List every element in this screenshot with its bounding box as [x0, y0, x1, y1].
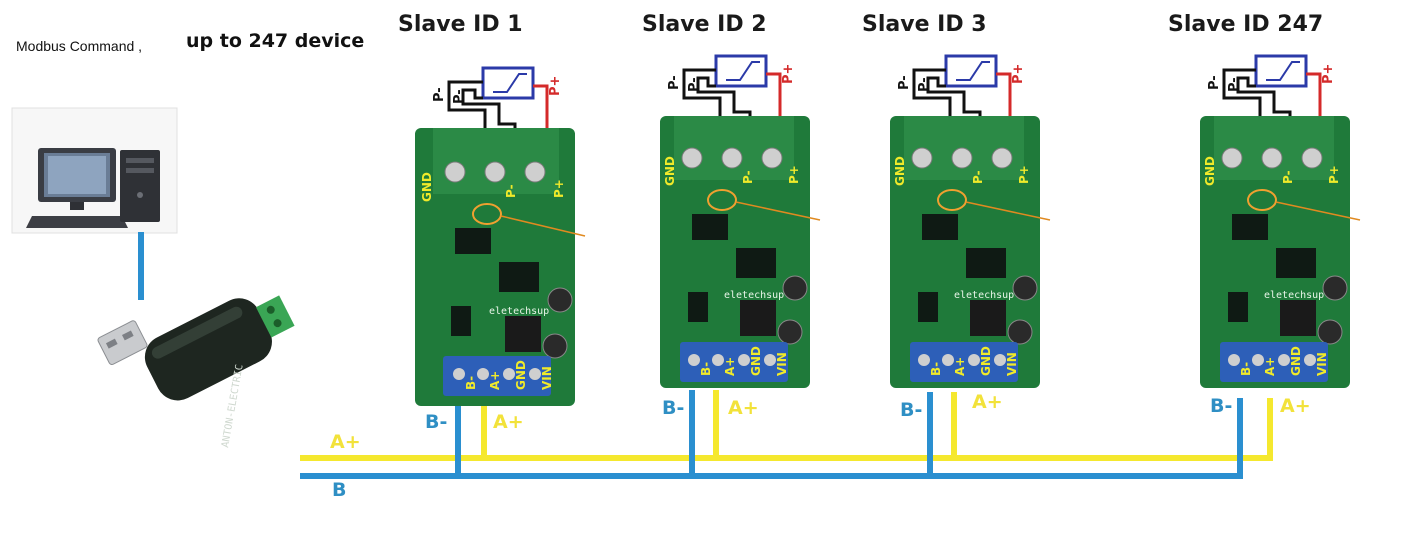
bus-label-a-plus: A+ [330, 431, 361, 453]
svg-text:GND: GND [979, 346, 993, 376]
svg-text:VIN: VIN [1315, 352, 1329, 376]
svg-text:P-: P- [897, 75, 912, 90]
svg-text:B-: B- [900, 399, 922, 421]
svg-text:B-: B- [425, 411, 447, 433]
svg-text:GND: GND [1289, 346, 1303, 376]
svg-text:GND: GND [663, 156, 677, 186]
svg-text:B-: B- [464, 376, 478, 390]
svg-text:eletechsup: eletechsup [489, 306, 549, 317]
slave-module-247: P- P- P+ GND P- P+ eletechsup B- A+ GND … [1200, 54, 1361, 417]
usb-adapter-icon [97, 295, 295, 401]
svg-text:GND: GND [893, 156, 907, 186]
svg-text:P-: P- [452, 89, 467, 104]
device-capacity-note: up to 247 device [186, 30, 365, 52]
svg-text:B-: B- [1210, 395, 1232, 417]
svg-text:A+: A+ [1280, 395, 1311, 417]
svg-text:VIN: VIN [775, 352, 789, 376]
slave-title-1: Slave ID 1 [398, 12, 523, 37]
svg-text:P+: P+ [1321, 64, 1336, 84]
svg-text:B-: B- [1239, 362, 1253, 376]
svg-text:A+: A+ [493, 411, 524, 433]
svg-text:P-: P- [1281, 170, 1295, 184]
svg-text:B-: B- [929, 362, 943, 376]
slave-module-1: P- P- P+ GND P- P+ eletechsup B- A+ GND … [415, 66, 586, 433]
svg-text:B-: B- [662, 397, 684, 419]
svg-text:GND: GND [420, 172, 434, 202]
slave-title-3: Slave ID 3 [862, 12, 987, 37]
svg-text:A+: A+ [728, 397, 759, 419]
svg-text:P+: P+ [787, 165, 801, 184]
slave-module-3: P- P- P+ GND P- P+ eletechsup B- A+ GND … [890, 54, 1051, 421]
svg-text:P+: P+ [552, 179, 566, 198]
svg-text:P-: P- [504, 184, 518, 198]
slave-title-2: Slave ID 2 [642, 12, 767, 37]
svg-text:P-: P- [917, 77, 932, 92]
svg-text:A+: A+ [953, 357, 967, 376]
slave-module-2: P- P- P+ GND P- P+ eletechsup B- A+ GND … [660, 54, 821, 419]
svg-text:P+: P+ [548, 76, 563, 96]
svg-text:P-: P- [432, 87, 447, 102]
svg-text:A+: A+ [1263, 357, 1277, 376]
svg-text:VIN: VIN [1005, 352, 1019, 376]
svg-text:B-: B- [699, 362, 713, 376]
svg-text:P-: P- [687, 77, 702, 92]
svg-text:P+: P+ [1017, 165, 1031, 184]
svg-text:P+: P+ [1011, 64, 1026, 84]
svg-text:eletechsup: eletechsup [724, 290, 784, 301]
bus-a-plus-wire [300, 398, 1273, 461]
svg-text:P+: P+ [1327, 165, 1341, 184]
svg-text:P+: P+ [781, 64, 796, 84]
svg-text:eletechsup: eletechsup [954, 290, 1014, 301]
svg-text:P-: P- [667, 75, 682, 90]
svg-text:GND: GND [1203, 156, 1217, 186]
bus-b-minus-wire [300, 398, 1243, 479]
svg-text:VIN: VIN [540, 366, 554, 390]
pc-icon [11, 107, 178, 234]
svg-text:A+: A+ [488, 371, 502, 390]
slave-title-247: Slave ID 247 [1168, 12, 1324, 37]
svg-text:P-: P- [741, 170, 755, 184]
svg-text:A+: A+ [723, 357, 737, 376]
svg-text:P-: P- [971, 170, 985, 184]
svg-text:P-: P- [1207, 75, 1222, 90]
svg-text:P-: P- [1227, 77, 1242, 92]
bus-label-b: B [332, 479, 346, 501]
svg-text:eletechsup: eletechsup [1264, 290, 1324, 301]
modbus-command-note: Modbus Command , [16, 38, 143, 54]
svg-text:A+: A+ [972, 391, 1003, 413]
svg-text:GND: GND [749, 346, 763, 376]
svg-text:GND: GND [514, 360, 528, 390]
